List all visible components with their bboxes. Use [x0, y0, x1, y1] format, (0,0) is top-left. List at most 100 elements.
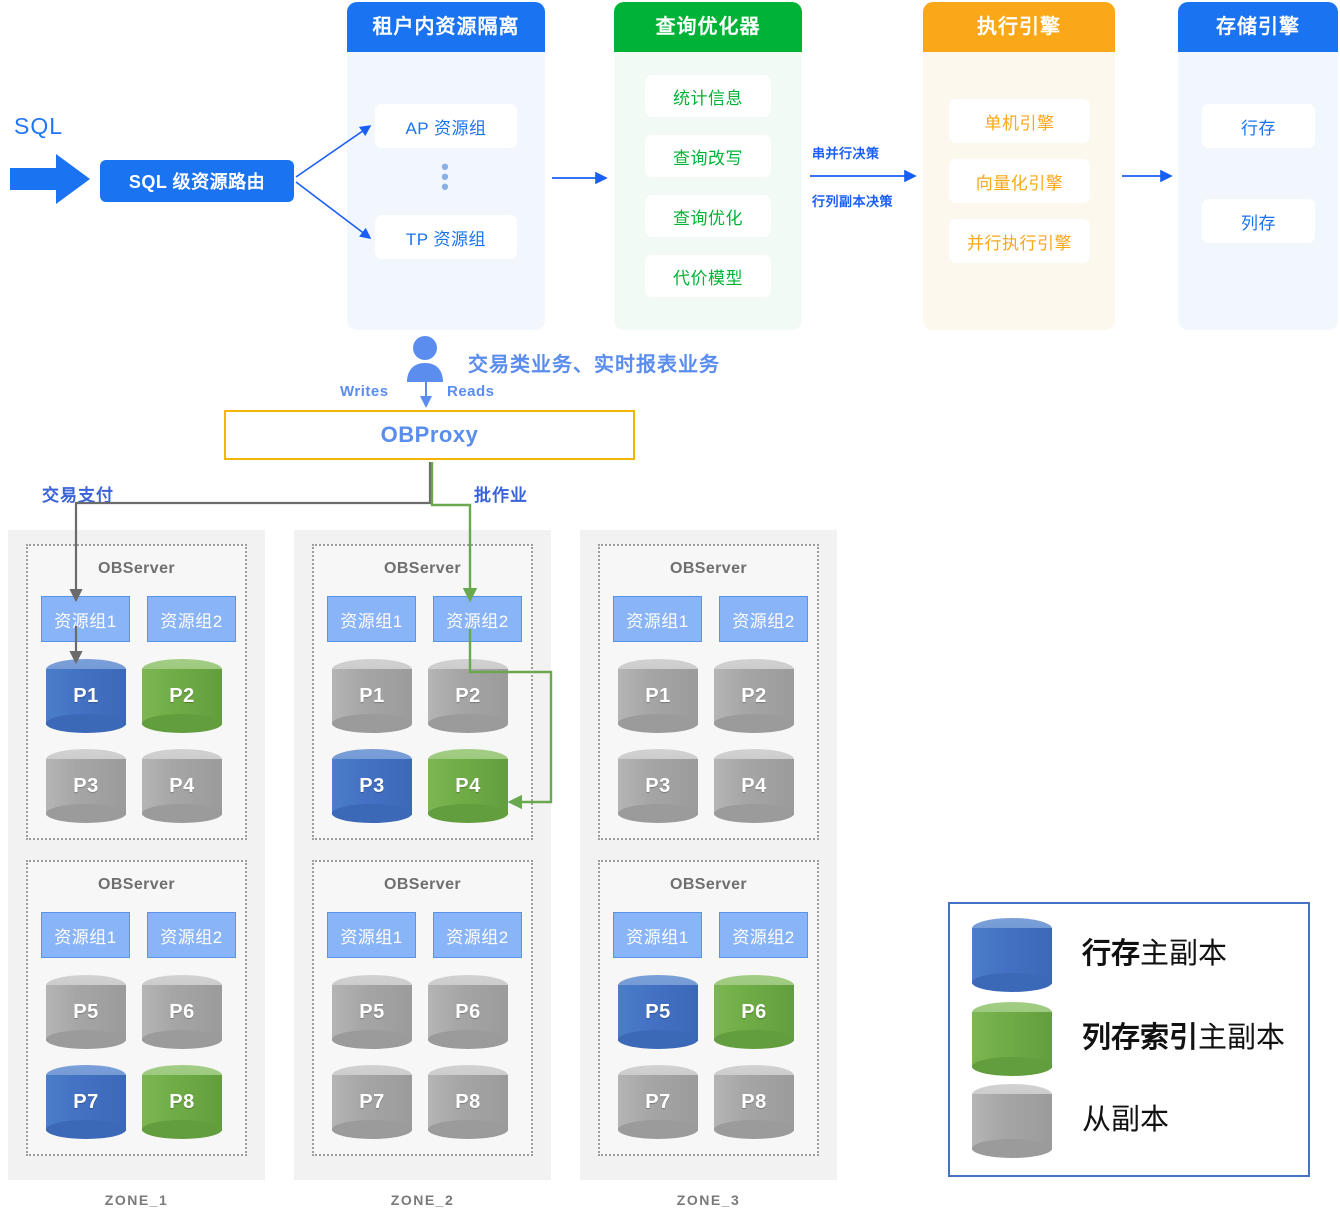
resource-group-chip[interactable]: 资源组1: [613, 912, 702, 958]
partition-cylinder[interactable]: P6: [428, 975, 508, 1049]
partition-cylinder[interactable]: P6: [714, 975, 794, 1049]
chip-query-optimization[interactable]: 查询优化: [645, 195, 771, 237]
resource-group-chip[interactable]: 资源组1: [327, 912, 416, 958]
resource-group-chip[interactable]: 资源组2: [719, 596, 808, 642]
label-batch-job-flow: 批作业: [474, 486, 528, 505]
partition-cylinder[interactable]: P7: [332, 1065, 412, 1139]
partition-label: P8: [455, 1091, 481, 1113]
resource-group-chip[interactable]: 资源组1: [41, 596, 130, 642]
partition-cylinder[interactable]: P2: [142, 659, 222, 733]
chip-statistics[interactable]: 统计信息: [645, 75, 771, 117]
cylinder-bottom: [428, 714, 508, 733]
chip-cost-model[interactable]: 代价模型: [645, 255, 771, 297]
observer-title: OBServer: [669, 560, 748, 577]
partition-label: P4: [455, 775, 481, 797]
resource-group-chip[interactable]: 资源组2: [433, 596, 522, 642]
partition-cylinder[interactable]: P1: [46, 659, 126, 733]
legend-cylinder-blue-icon: [972, 918, 1054, 992]
resource-group-chip[interactable]: 资源组1: [41, 912, 130, 958]
chip-standalone-engine[interactable]: 单机引擎: [949, 99, 1090, 143]
panel-tenant-resource-isolation: 租户内资源隔离 AP 资源组 ••• TP 资源组: [347, 2, 545, 330]
partition-cylinder[interactable]: P8: [714, 1065, 794, 1139]
partition-label: P4: [169, 775, 195, 797]
partition-label: P7: [359, 1091, 385, 1113]
partition-cylinder[interactable]: P8: [428, 1065, 508, 1139]
cylinder-bottom: [714, 1030, 794, 1049]
cylinder-bottom: [46, 1030, 126, 1049]
partition-label: P2: [741, 685, 767, 707]
resource-group-chip[interactable]: 资源组2: [147, 596, 236, 642]
partition-label: P3: [73, 775, 99, 797]
obproxy-box[interactable]: OBProxy: [224, 410, 635, 460]
legend-box: 行存主副本 列存索引主副本 从副本: [948, 902, 1310, 1177]
cylinder-bottom: [332, 804, 412, 823]
partition-cylinder[interactable]: P4: [714, 749, 794, 823]
legend-label-0: 行存主副本: [1082, 938, 1228, 970]
resource-group-chip[interactable]: 资源组2: [719, 912, 808, 958]
partition-label: P8: [169, 1091, 195, 1113]
resource-group-chip[interactable]: 资源组2: [433, 912, 522, 958]
sql-flow-arrow-icon: [10, 154, 90, 204]
panel-execution-body: 单机引擎 向量化引擎 并行执行引擎: [923, 52, 1115, 330]
partition-cylinder[interactable]: P2: [714, 659, 794, 733]
partition-cylinder[interactable]: P7: [618, 1065, 698, 1139]
cylinder-bottom: [618, 1120, 698, 1139]
partition-cylinder[interactable]: P5: [618, 975, 698, 1049]
resource-group-chip[interactable]: 资源组1: [327, 596, 416, 642]
chip-row-store[interactable]: 行存: [1202, 104, 1315, 148]
partition-cylinder[interactable]: P7: [46, 1065, 126, 1139]
partition-cylinder[interactable]: P6: [142, 975, 222, 1049]
resource-group-chip[interactable]: 资源组2: [147, 912, 236, 958]
partition-cylinder[interactable]: P8: [142, 1065, 222, 1139]
partition-cylinder[interactable]: P4: [142, 749, 222, 823]
sql-entry-label: SQL: [14, 113, 64, 139]
legend-label-1: 列存索引主副本: [1082, 1022, 1286, 1054]
user-icon: [407, 336, 443, 382]
cylinder-bottom: [618, 1030, 698, 1049]
zone-label-2: ZONE_2: [390, 1192, 455, 1208]
partition-cylinder[interactable]: P3: [618, 749, 698, 823]
partition-cylinder[interactable]: P5: [46, 975, 126, 1049]
chip-parallel-engine[interactable]: 并行执行引擎: [949, 219, 1090, 263]
legend-row-row-store-primary: 行存主副本: [972, 918, 1292, 994]
partition-label: P1: [645, 685, 671, 707]
partition-cylinder[interactable]: P2: [428, 659, 508, 733]
cylinder-bottom: [332, 714, 412, 733]
partition-cylinder[interactable]: P1: [332, 659, 412, 733]
panel-query-optimizer: 查询优化器 统计信息 查询改写 查询优化 代价模型: [614, 2, 802, 330]
label-writes: Writes: [340, 383, 389, 400]
cylinder-bottom: [142, 1120, 222, 1139]
cylinder-bottom: [332, 1030, 412, 1049]
label-reads: Reads: [447, 383, 495, 400]
cylinder-bottom: [332, 1120, 412, 1139]
partition-cylinder[interactable]: P5: [332, 975, 412, 1049]
panel-tenant-title: 租户内资源隔离: [347, 2, 545, 52]
partition-label: P3: [359, 775, 385, 797]
panel-storage-engine: 存储引擎 行存 列存: [1178, 2, 1338, 330]
legend-label-2: 从副本: [1082, 1104, 1170, 1136]
partition-cylinder[interactable]: P3: [46, 749, 126, 823]
partition-cylinder[interactable]: P1: [618, 659, 698, 733]
sql-resource-router-box[interactable]: SQL 级资源路由: [100, 160, 294, 202]
partition-cylinder[interactable]: P3: [332, 749, 412, 823]
cylinder-bottom: [714, 804, 794, 823]
legend-row-column-index-primary: 列存索引主副本: [972, 1002, 1292, 1078]
label-business-workloads: 交易类业务、实时报表业务: [468, 354, 720, 376]
chip-tp-resource-group[interactable]: TP 资源组: [375, 215, 517, 259]
resource-group-chip[interactable]: 资源组1: [613, 596, 702, 642]
cylinder-bottom: [142, 1030, 222, 1049]
chip-query-rewrite[interactable]: 查询改写: [645, 135, 771, 177]
chip-vectorized-engine[interactable]: 向量化引擎: [949, 159, 1090, 203]
panel-execution-engine: 执行引擎 单机引擎 向量化引擎 并行执行引擎: [923, 2, 1115, 330]
chip-ap-resource-group[interactable]: AP 资源组: [375, 104, 517, 148]
partition-label: P6: [455, 1001, 481, 1023]
observer-title: OBServer: [97, 560, 176, 577]
chip-column-store[interactable]: 列存: [1202, 199, 1315, 243]
observer-title: OBServer: [383, 876, 462, 893]
partition-cylinder[interactable]: P4: [428, 749, 508, 823]
panel-tenant-body: AP 资源组 ••• TP 资源组: [347, 52, 545, 330]
